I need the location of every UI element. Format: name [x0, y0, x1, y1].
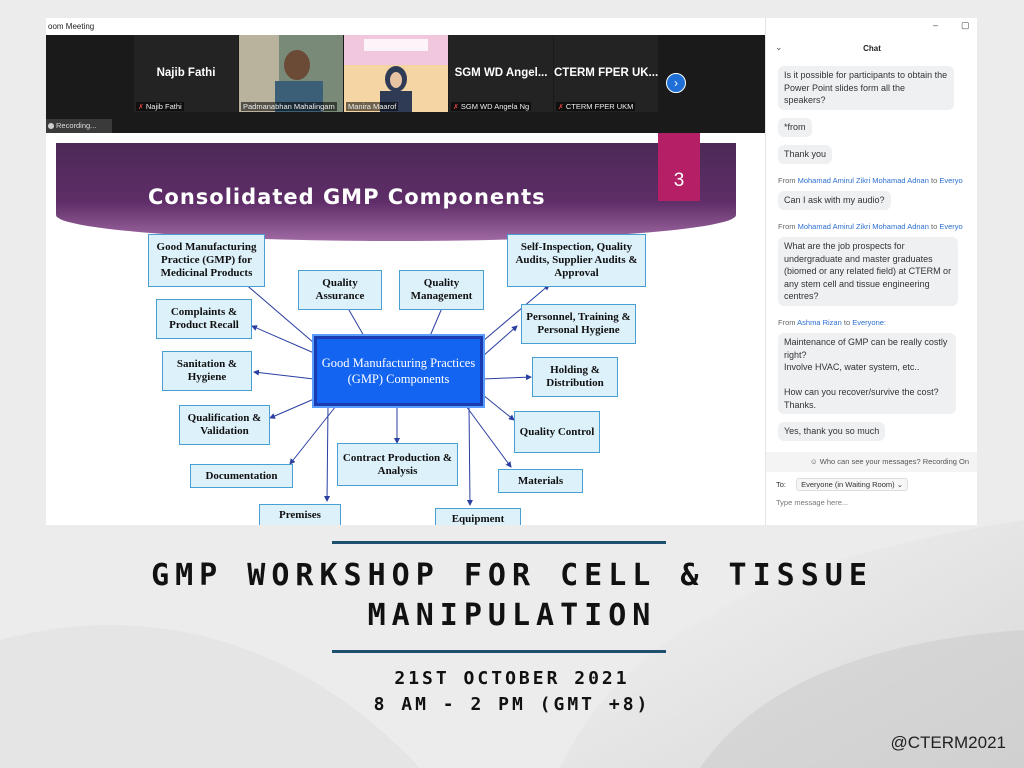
- slide-header-banner: [56, 143, 736, 241]
- chat-message: Yes, thank you so much: [778, 422, 886, 441]
- participant-video-image: [239, 35, 343, 112]
- shared-slide: Consolidated GMP Components 3: [46, 133, 765, 525]
- chat-message: Thank you: [778, 145, 833, 164]
- chat-sender-line: From Ashma Rizan to Everyone:: [778, 318, 887, 327]
- minimize-button[interactable]: –: [933, 20, 939, 30]
- gmp-box: Quality Control: [514, 411, 600, 453]
- chat-title: Chat: [863, 44, 881, 53]
- participant-display-name: SGM WD Angel...: [454, 67, 548, 79]
- recipient-name: Everyo: [939, 222, 963, 231]
- chat-message: Can I ask with my audio?: [778, 191, 891, 210]
- gmp-box: Quality Assurance: [298, 270, 382, 310]
- arrow: [482, 394, 515, 421]
- mic-muted-icon: ✗: [138, 104, 144, 111]
- video-strip: Najib Fathi ✗Najib Fathi Padmanabhan Mah…: [46, 35, 765, 133]
- arrow: [482, 374, 532, 381]
- recipient-row: To: Everyone (in Waiting Room) ⌄: [776, 478, 908, 491]
- sender-name: Mohamad Amirul Zikri Mohamad Adnan: [797, 222, 929, 231]
- participant-label: Padmanabhan Mahalingam: [241, 102, 337, 111]
- gmp-box: Contract Production & Analysis: [337, 443, 458, 486]
- gmp-box: Qualification & Validation: [179, 405, 270, 445]
- window-title: oom Meeting: [46, 18, 765, 35]
- gmp-box: Documentation: [190, 464, 293, 488]
- arrow: [465, 405, 512, 468]
- participant-video-image: [344, 35, 448, 112]
- arrow: [235, 275, 315, 344]
- participant-tile[interactable]: SGM WD Angel... ✗SGM WD Angela Ng: [449, 35, 553, 112]
- arrow: [289, 405, 337, 465]
- participant-label: ✗CTERM FPER UKM: [556, 102, 636, 111]
- chat-message: Maintenance of GMP can be really costly …: [778, 333, 956, 414]
- chat-message: *from: [778, 118, 812, 137]
- chat-sender-line: From Mohamad Amirul Zikri Mohamad Adnan …: [778, 176, 963, 185]
- gmp-box: Personnel, Training & Personal Hygiene: [521, 304, 636, 344]
- gmp-box: Holding & Distribution: [532, 357, 618, 397]
- gmp-box: Quality Management: [399, 270, 484, 310]
- social-handle: @CTERM2021: [890, 733, 1006, 752]
- sender-name: Ashma Rizan: [797, 318, 842, 327]
- chat-panel: – ▢ ⌄ Chat Is it possible for participan…: [765, 18, 977, 525]
- participant-label: ✗Najib Fathi: [136, 102, 184, 111]
- gmp-box: Premises: [259, 504, 341, 525]
- participant-display-name: CTERM FPER UK...: [554, 67, 658, 79]
- poster-time: 8 AM - 2 PM (GMT +8): [373, 694, 651, 715]
- chat-message: Is it possible for participants to obtai…: [778, 66, 954, 110]
- slide-number: 3: [658, 133, 700, 201]
- slide-title: Consolidated GMP Components: [148, 185, 546, 209]
- arrow: [324, 405, 331, 502]
- gmp-box: Good Manufacturing Practice (GMP) for Me…: [148, 234, 265, 287]
- next-page-button[interactable]: ›: [666, 73, 686, 93]
- poster-date: 21ST OCTOBER 2021: [394, 668, 630, 689]
- recipient-dropdown[interactable]: Everyone (in Waiting Room) ⌄: [796, 478, 908, 491]
- people-icon: ☺: [810, 457, 818, 466]
- mic-muted-icon: ✗: [453, 104, 459, 111]
- chat-message-input[interactable]: Type message here...: [776, 498, 849, 507]
- participant-tile[interactable]: Padmanabhan Mahalingam: [239, 35, 343, 112]
- to-label: To:: [776, 480, 787, 489]
- mic-muted-icon: ✗: [558, 104, 564, 111]
- chat-header: ⌄ Chat: [766, 42, 977, 58]
- zoom-window: oom Meeting Najib Fathi ✗Najib Fathi Pad…: [46, 18, 977, 525]
- gmp-box: Materials: [498, 469, 583, 493]
- gmp-box: Equipment: [435, 508, 521, 525]
- chat-message: What are the job prospects for undergrad…: [778, 237, 958, 306]
- recipient-name: Everyone:: [852, 318, 887, 327]
- sender-name: Mohamad Amirul Zikri Mohamad Adnan: [797, 176, 929, 185]
- arrow: [251, 325, 315, 354]
- poster-title: GMP WORKSHOP FOR CELL & TISSUE MANIPULAT…: [151, 558, 873, 633]
- arrow: [269, 398, 315, 419]
- divider-bottom: [332, 650, 666, 653]
- participant-tile[interactable]: Najib Fathi ✗Najib Fathi: [134, 35, 238, 112]
- gmp-components-center-box: Good Manufacturing Practices (GMP) Compo…: [312, 334, 485, 408]
- recording-dot-icon: [48, 123, 54, 129]
- gmp-box: Sanitation & Hygiene: [162, 351, 252, 391]
- maximize-button[interactable]: ▢: [961, 20, 970, 30]
- arrow: [482, 284, 550, 342]
- gmp-box: Complaints & Product Recall: [156, 299, 252, 339]
- participant-display-name: Najib Fathi: [156, 67, 216, 79]
- message-visibility-note[interactable]: ☺ Who can see your messages? Recording O…: [766, 452, 977, 472]
- recording-indicator[interactable]: Recording...: [46, 119, 112, 133]
- participant-tile[interactable]: Manira Maarof: [344, 35, 448, 112]
- recipient-name: Everyo: [939, 176, 963, 185]
- arrow: [253, 369, 315, 380]
- participant-tile[interactable]: CTERM FPER UK... ✗CTERM FPER UKM: [554, 35, 658, 112]
- participant-label: Manira Maarof: [346, 102, 399, 111]
- divider-top: [332, 541, 666, 544]
- collapse-chevron-icon[interactable]: ⌄: [775, 42, 783, 52]
- arrow: [482, 325, 518, 357]
- gmp-box: Self-Inspection, Quality Audits, Supplie…: [507, 234, 646, 287]
- chat-sender-line: From Mohamad Amirul Zikri Mohamad Adnan …: [778, 222, 963, 231]
- participant-label: ✗SGM WD Angela Ng: [451, 102, 532, 111]
- recording-label: Recording...: [56, 121, 97, 130]
- arrow: [466, 405, 473, 506]
